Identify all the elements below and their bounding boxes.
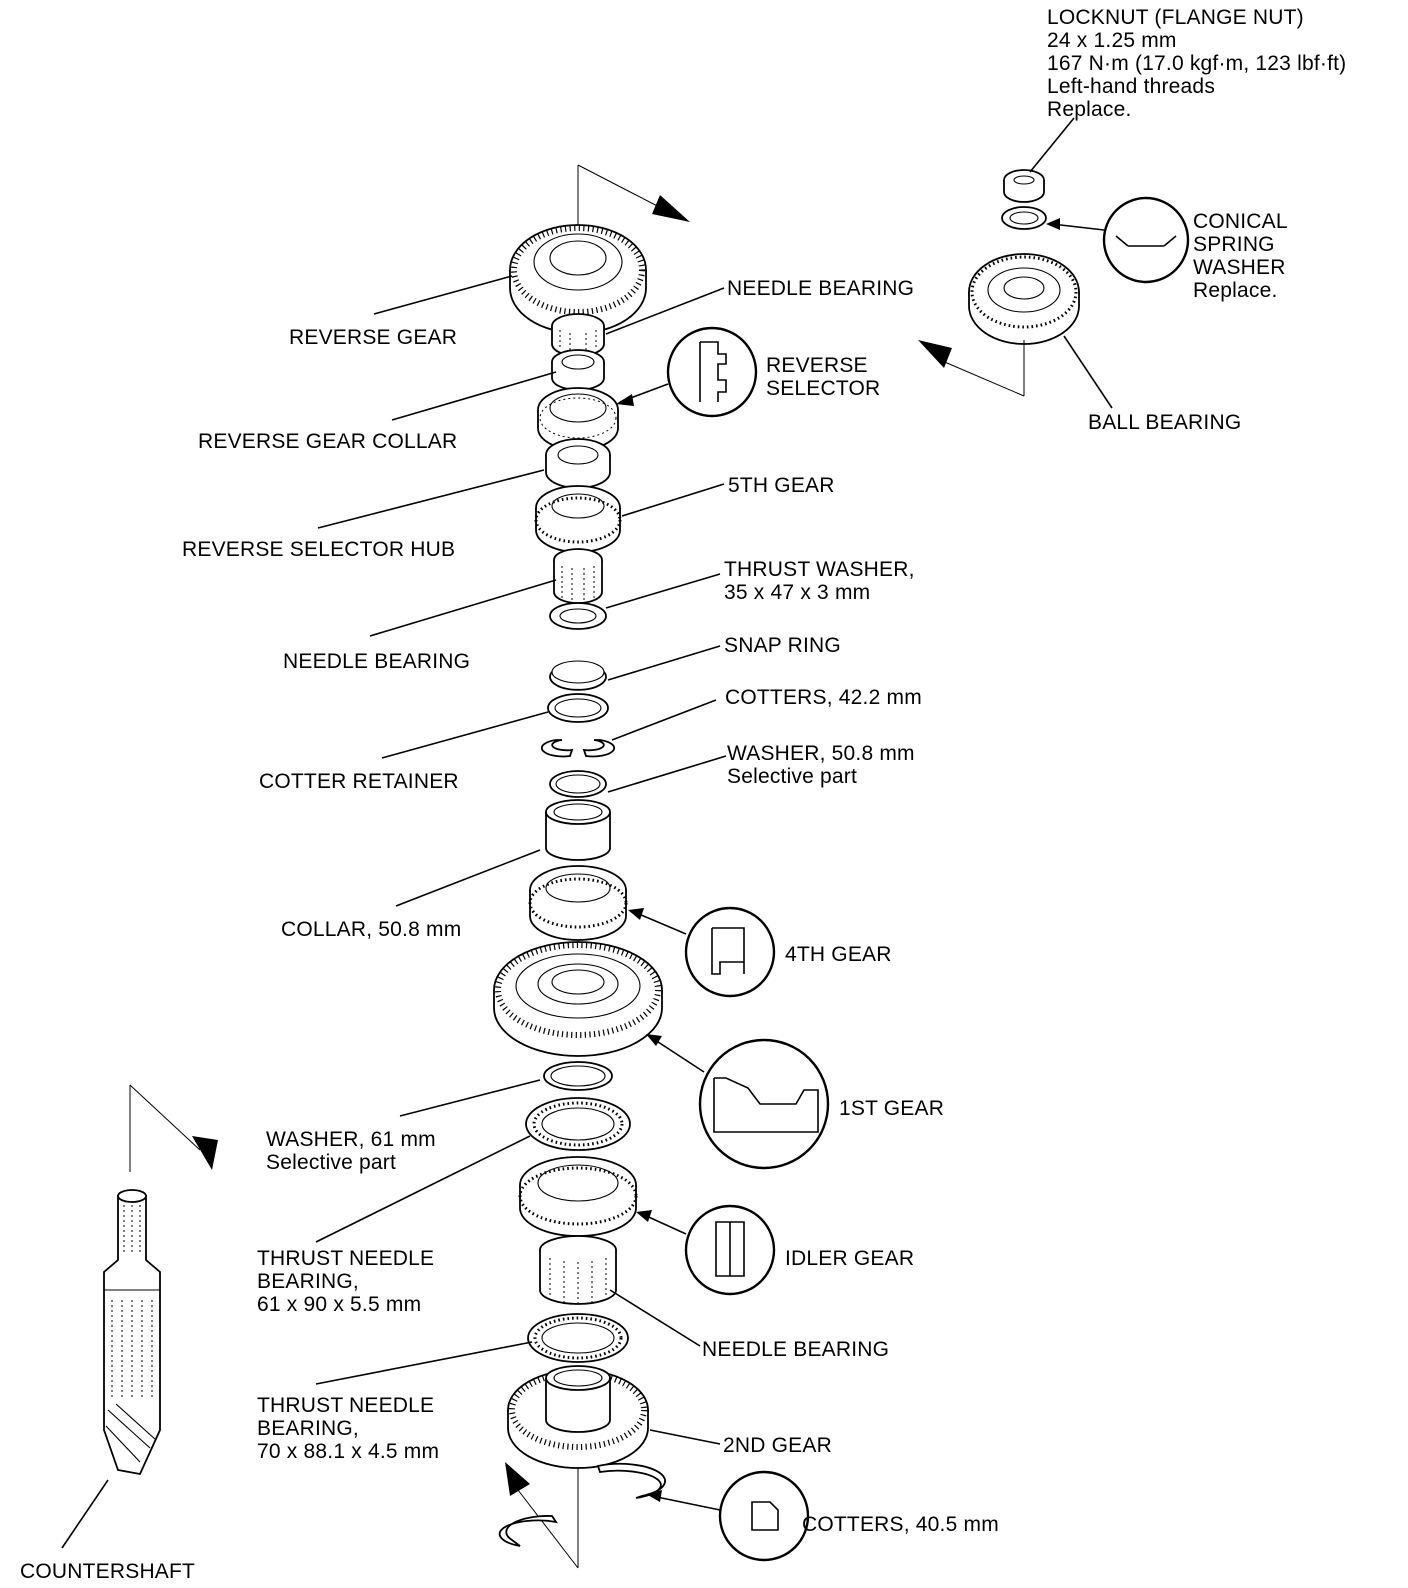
idler-gear-part [518, 1156, 638, 1237]
second-gear-label: 2ND GEAR [723, 1434, 832, 1457]
cotters-42-label: COTTERS, 42.2 mm [725, 686, 922, 709]
locknut-label: LOCKNUT (FLANGE NUT) 24 x 1.25 mm 167 N·… [1047, 6, 1346, 121]
conical-spring-washer-label: CONICAL SPRING WASHER Replace. [1193, 210, 1288, 302]
fifth-gear-part [534, 485, 622, 553]
fourth-gear-label: 4TH GEAR [785, 943, 892, 966]
first-gear-part [493, 941, 663, 1057]
needle-bearing-low-part [539, 1235, 617, 1305]
snap-ring-label: SNAP RING [724, 634, 841, 657]
cotters-40-part [498, 1462, 666, 1547]
reverse-gear-part [509, 224, 647, 334]
cotter-retainer-part [547, 693, 609, 723]
washer-61-line-2: Selective part [266, 1151, 397, 1174]
reverse-selector-label: REVERSE SELECTOR [766, 354, 880, 400]
reverse-selector-line-1: REVERSE [766, 354, 868, 377]
cotters-40-inset [718, 1470, 810, 1562]
conical-spring-washer-line-3: WASHER [1193, 256, 1286, 279]
cotters-42-part [540, 739, 616, 758]
conical-spring-washer-line-2: SPRING [1193, 233, 1275, 256]
reverse-selector-hub-part [545, 438, 611, 489]
reverse-selector-part [537, 387, 619, 451]
washer-61-part [543, 1061, 613, 1091]
thrust-needle-61-label: THRUST NEEDLE BEARING, 61 x 90 x 5.5 mm [257, 1247, 434, 1316]
needle-bearing-top-part [551, 313, 605, 357]
fourth-gear-part [528, 865, 628, 941]
reverse-gear-collar-label: REVERSE GEAR COLLAR [198, 430, 458, 453]
washer-50-line-1: WASHER, 50.8 mm [727, 742, 915, 765]
washer-50-label: WASHER, 50.8 mm Selective part [727, 742, 915, 788]
thrust-needle-bearing-70-part [527, 1313, 629, 1363]
conical-spring-washer-line-1: CONICAL [1193, 210, 1288, 233]
leader-lines [61, 117, 1113, 1549]
locknut-title: LOCKNUT (FLANGE NUT) [1047, 6, 1304, 29]
reverse-selector-hub-label: REVERSE SELECTOR HUB [182, 538, 456, 561]
locknut-threads: Left-hand threads [1047, 75, 1216, 98]
thrust-needle-61-line-3: 61 x 90 x 5.5 mm [257, 1293, 422, 1316]
locknut-replace: Replace. [1047, 98, 1132, 121]
thrust-needle-61-line-2: BEARING, [257, 1270, 359, 1293]
snap-ring-part [549, 660, 607, 691]
needle-bearing-mid-label: NEEDLE BEARING [283, 650, 471, 673]
reverse-gear-collar-part [551, 349, 605, 391]
thrust-washer-part [549, 602, 607, 630]
thrust-washer-label: THRUST WASHER, 35 x 47 x 3 mm [724, 558, 915, 604]
conical-spring-washer-part [1001, 206, 1047, 230]
fifth-gear-label: 5TH GEAR [728, 474, 835, 497]
washer-61-label: WASHER, 61 mm Selective part [266, 1128, 436, 1174]
reverse-selector-line-2: SELECTOR [766, 377, 881, 400]
collar-50-label: COLLAR, 50.8 mm [281, 918, 462, 941]
locknut-part [1003, 169, 1045, 203]
thrust-needle-61-line-1: THRUST NEEDLE [257, 1247, 435, 1270]
second-gear-part [507, 1365, 649, 1469]
washer-61-line-1: WASHER, 61 mm [266, 1128, 436, 1151]
first-gear-label: 1ST GEAR [839, 1097, 945, 1120]
locknut-size: 24 x 1.25 mm [1047, 29, 1177, 52]
first-gear-inset [698, 1038, 830, 1170]
conical-spring-washer-inset [1102, 196, 1190, 284]
reverse-selector-inset [666, 326, 758, 418]
thrust-needle-bearing-61-part [525, 1097, 631, 1151]
thrust-needle-70-line-1: THRUST NEEDLE [257, 1394, 435, 1417]
idler-gear-inset [684, 1204, 776, 1296]
washer-50-part [549, 770, 607, 798]
thrust-needle-70-label: THRUST NEEDLE BEARING, 70 x 88.1 x 4.5 m… [257, 1394, 439, 1463]
countershaft-part [103, 1084, 218, 1476]
needle-bearing-top-label: NEEDLE BEARING [727, 277, 915, 300]
thrust-washer-line-1: THRUST WASHER, [724, 558, 915, 581]
cotters-40-label: COTTERS, 40.5 mm [802, 1513, 999, 1536]
locknut-torque: 167 N·m (17.0 kgf·m, 123 lbf·ft) [1047, 52, 1347, 75]
washer-50-line-2: Selective part [727, 765, 858, 788]
cotter-retainer-label: COTTER RETAINER [259, 770, 459, 793]
needle-bearing-low-label: NEEDLE BEARING [702, 1338, 890, 1361]
collar-50-part [545, 799, 611, 861]
thrust-needle-70-line-3: 70 x 88.1 x 4.5 mm [257, 1440, 440, 1463]
ball-bearing-part [968, 253, 1080, 345]
countershaft-label: COUNTERSHAFT [20, 1560, 196, 1583]
fourth-gear-inset [684, 906, 776, 998]
ball-bearing-axis [918, 340, 1025, 397]
reverse-gear-label: REVERSE GEAR [289, 326, 458, 349]
needle-bearing-mid-part [553, 548, 603, 604]
ball-bearing-label: BALL BEARING [1088, 411, 1242, 434]
idler-gear-label: IDLER GEAR [785, 1247, 915, 1270]
thrust-washer-line-2: 35 x 47 x 3 mm [724, 581, 871, 604]
main-axis [505, 164, 690, 1569]
thrust-needle-70-line-2: BEARING, [257, 1417, 359, 1440]
conical-spring-washer-line-4: Replace. [1193, 279, 1278, 302]
